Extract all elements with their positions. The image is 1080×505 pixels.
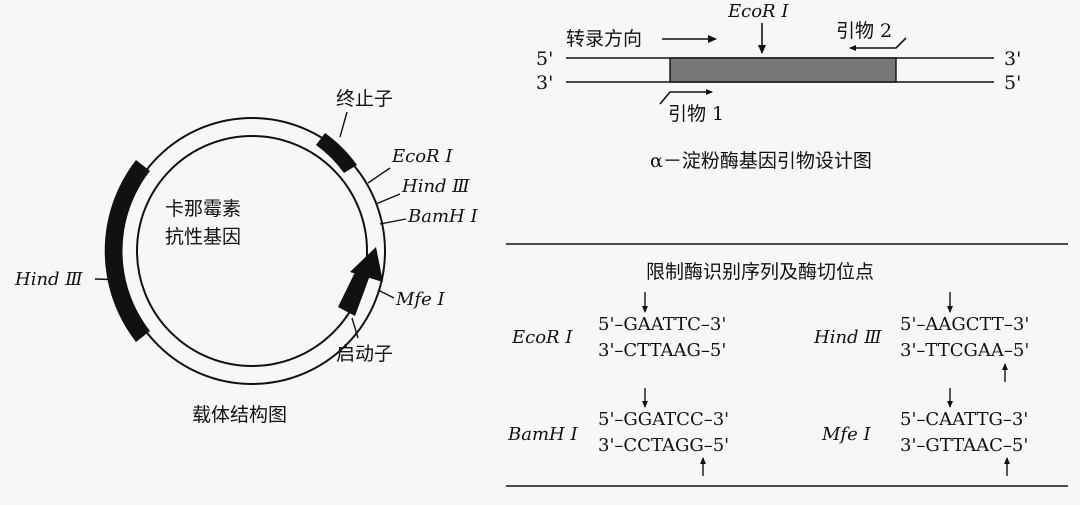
mfe1-site-label: Mfe Ⅰ	[395, 289, 445, 310]
primer2-label: 引物 2	[836, 20, 892, 42]
primer-design-diagram: 5' 3' 3' 5' 转录方向 EcoR Ⅰ 引物 2 引物 1 α－淀粉酶基…	[536, 1, 1021, 172]
top-strand-3prime: 3'	[1004, 48, 1021, 70]
primer2-arrow	[849, 37, 907, 51]
ecor1-name: EcoR Ⅰ	[511, 327, 573, 348]
hind3-left-site-label: Hind Ⅲ	[14, 269, 83, 290]
plasmid-inner-ring	[136, 135, 368, 367]
bamh1-name: BamH Ⅰ	[507, 424, 578, 445]
bamh1-top-sequence: 5'–GGATCC–3'	[598, 409, 729, 430]
top-strand-5prime: 5'	[536, 48, 553, 70]
ecor1-site-leader	[367, 167, 391, 184]
terminator-segment	[316, 133, 357, 173]
ecor1-top-sequence: 5'–GAATTC–3'	[598, 314, 726, 335]
hind3-right-site-label: Hind Ⅲ	[401, 176, 470, 197]
mfe1-name: Mfe Ⅰ	[821, 424, 871, 445]
primer1-arrow	[659, 89, 713, 105]
promoter-leader-line	[351, 317, 359, 339]
terminator-label: 终止子	[336, 88, 393, 110]
vector-plasmid: 终止子 卡那霉素 抗性基因 EcoR Ⅰ Hind Ⅲ BamH Ⅰ Mfe Ⅰ…	[14, 88, 478, 426]
mfe1-site-leader	[377, 289, 395, 299]
hind3-left-site-leader	[94, 278, 126, 281]
terminator-leader-line	[339, 111, 348, 138]
primer1-label: 引物 1	[668, 103, 724, 125]
transcription-direction-label: 转录方向	[566, 28, 642, 50]
ecor1-site-label: EcoR Ⅰ	[391, 146, 453, 167]
ecor1-bottom-sequence: 3'–CTTAAG–5'	[598, 340, 726, 361]
restriction-table-title: 限制酶识别序列及酶切位点	[646, 261, 874, 283]
bamh1-site-leader	[379, 218, 407, 225]
hind3-top-sequence: 5'–AAGCTT–3'	[900, 314, 1029, 335]
vector-caption: 载体结构图	[192, 404, 287, 426]
bamh1-bottom-sequence: 3'–CCTAGG–5'	[598, 435, 729, 456]
alpha-amylase-gene-block	[669, 57, 897, 83]
hind3-name: Hind Ⅲ	[813, 327, 882, 348]
bottom-strand-3prime: 3'	[536, 72, 553, 94]
promoter-arrow-icon	[350, 247, 383, 282]
bottom-strand-5prime: 5'	[1004, 72, 1021, 94]
primer-ecor1-label: EcoR Ⅰ	[727, 1, 789, 22]
kanamycin-label-line1: 卡那霉素	[165, 198, 241, 220]
primer-design-caption: α－淀粉酶基因引物设计图	[650, 150, 872, 172]
hind3-bottom-sequence: 3'–TTCGAA–5'	[900, 340, 1029, 361]
restriction-sites-table: 限制酶识别序列及酶切位点 EcoR Ⅰ 5'–GAATTC–3' 3'–CTTA…	[506, 243, 1068, 487]
mfe1-bottom-sequence: 3'–GTTAAC–5'	[900, 435, 1028, 456]
hind3-right-site-leader	[375, 193, 401, 205]
bamh1-site-label: BamH Ⅰ	[407, 206, 478, 227]
kanamycin-label-line2: 抗性基因	[165, 226, 241, 248]
kanamycin-resistance-gene-segment	[104, 160, 150, 342]
mfe1-top-sequence: 5'–CAATTG–3'	[900, 409, 1028, 430]
promoter-label: 启动子	[336, 343, 393, 365]
